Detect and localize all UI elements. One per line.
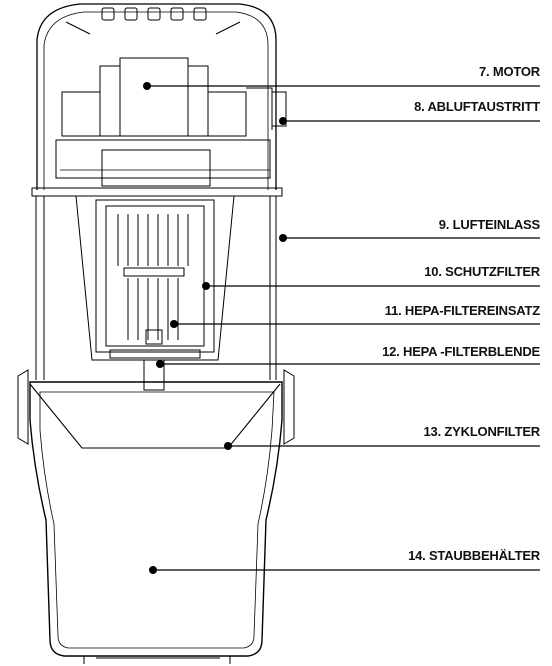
- housing-outline: [36, 3, 277, 190]
- label-staubbehaelter: 14. STAUBBEHÄLTER: [408, 548, 540, 563]
- dust-container-outline: [29, 381, 283, 657]
- motor-assembly: [55, 57, 287, 187]
- leader-dot-staub: [149, 566, 157, 574]
- latches: [17, 369, 295, 445]
- leader-dot-schutzfilter: [202, 282, 210, 290]
- cyclone-cone: [29, 383, 281, 449]
- label-zyklonfilter: 13. ZYKLONFILTER: [423, 424, 541, 439]
- filter-housing: [75, 195, 235, 391]
- label-lufteinlass: 9. LUFTEINLASS: [438, 217, 540, 232]
- leader-dot-hepa-blende: [156, 360, 164, 368]
- leader-lines: [147, 85, 540, 571]
- deck-plate: [31, 187, 283, 197]
- label-hepa-filtereinsatz: 11. HEPA-FILTEREINSATZ: [384, 303, 540, 318]
- leader-dot-motor: [143, 82, 151, 90]
- housing-inner-outline: [43, 11, 269, 190]
- leader-dot-zyklon: [224, 442, 232, 450]
- dust-container-inner: [39, 391, 275, 649]
- leader-dot-hepa-einsatz: [170, 320, 178, 328]
- label-schutzfilter: 10. SCHUTZFILTER: [424, 264, 540, 279]
- bottom-grip: [83, 656, 231, 664]
- leader-dot-abluft: [279, 117, 287, 125]
- body-side-right: [269, 196, 277, 380]
- label-motor: 7. MOTOR: [478, 64, 540, 79]
- body-side-left: [35, 196, 45, 380]
- label-hepa-filterblende: 12. HEPA -FILTERBLENDE: [382, 344, 540, 359]
- handle-grip: [65, 7, 241, 35]
- leader-dot-lufteinlass: [279, 234, 287, 242]
- leader-dots: [143, 82, 287, 574]
- label-abluftaustritt: 8. ABLUFTAUSTRITT: [414, 99, 540, 114]
